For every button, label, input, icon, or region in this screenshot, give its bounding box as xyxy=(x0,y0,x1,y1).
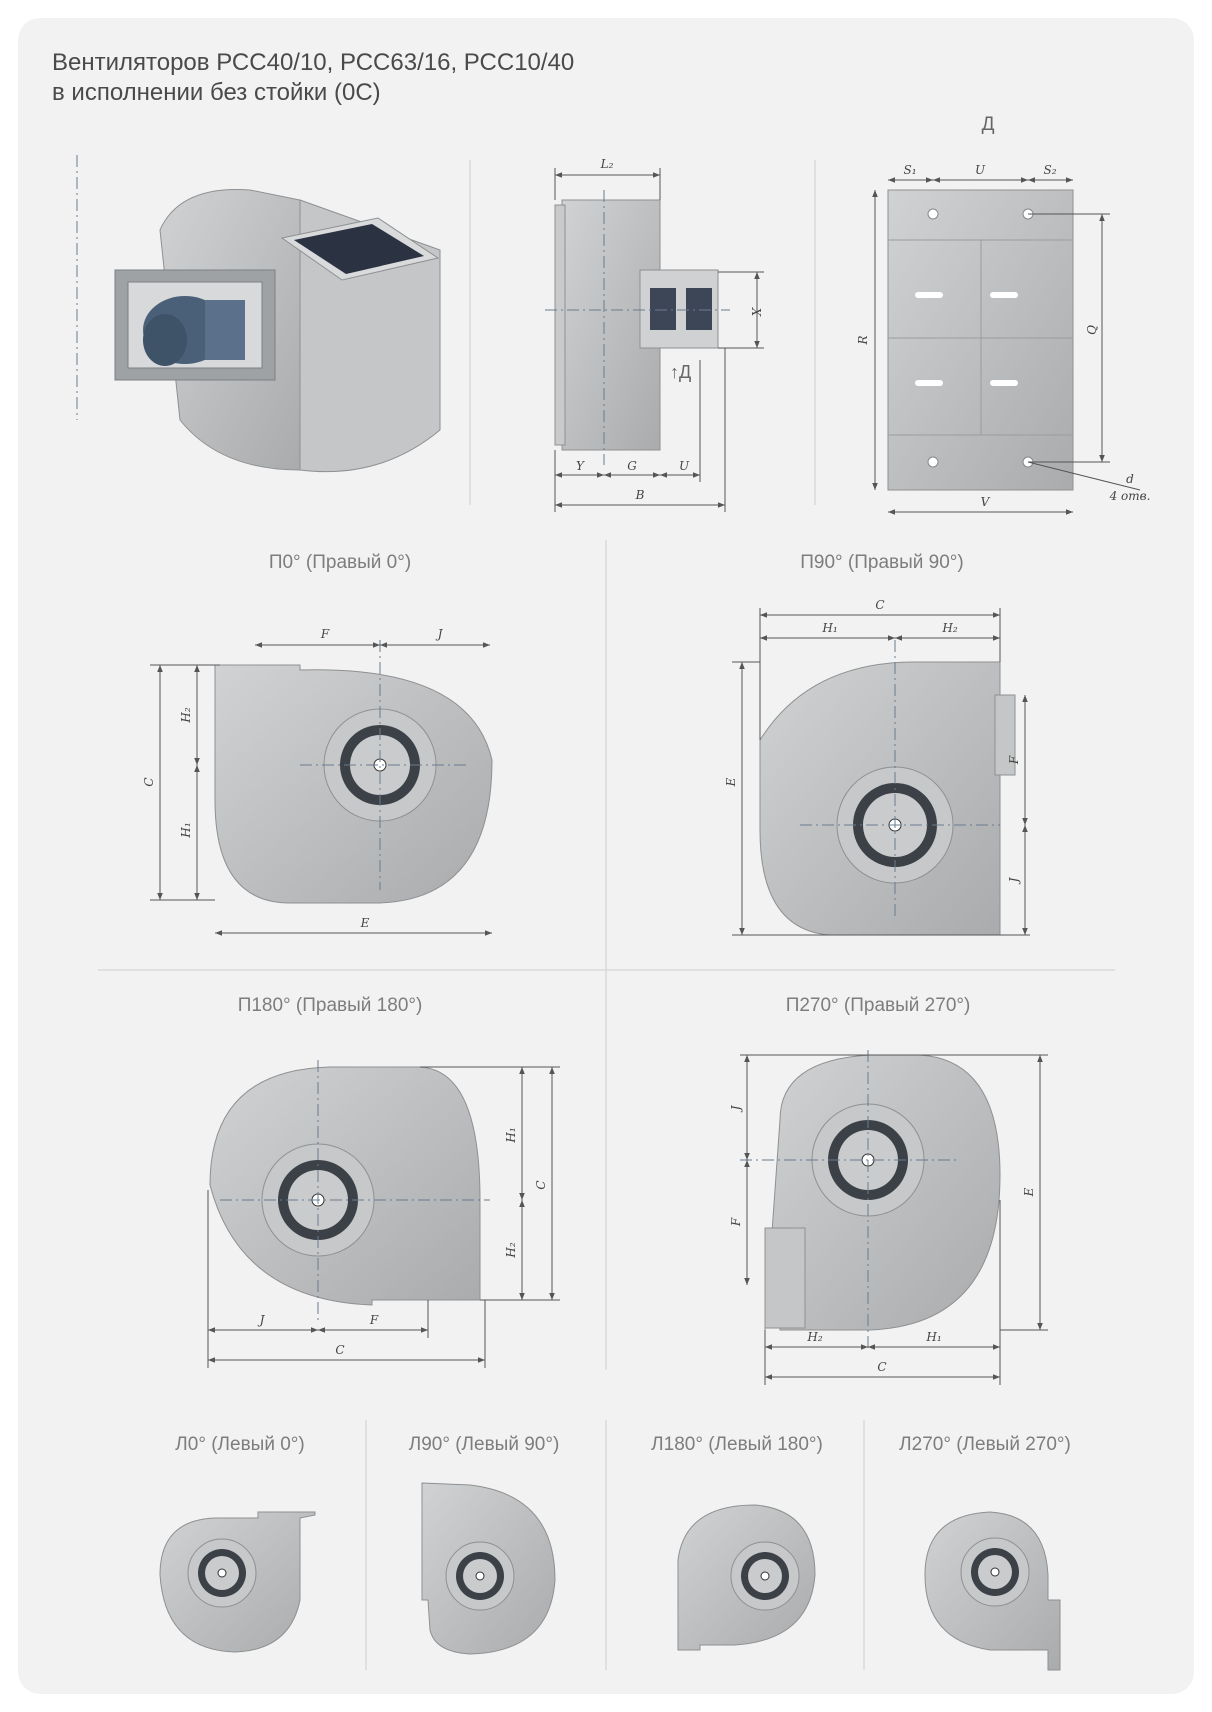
view-d-label: Д xyxy=(982,114,995,135)
p270-dim-j: J xyxy=(729,1104,743,1113)
p180-dim-f: F xyxy=(369,1313,379,1327)
fan-l180-drawing xyxy=(677,1504,816,1651)
dim-g: G xyxy=(627,459,637,473)
p0-dim-h2: H₂ xyxy=(179,707,193,723)
p270-dim-h2: H₂ xyxy=(806,1330,822,1344)
fan-p0-drawing: F J H₂ H₁ C E xyxy=(142,627,493,936)
dim-d: d xyxy=(1126,472,1134,486)
title-line-1: Вентиляторов РСС40/10, РСС63/16, РСС10/4… xyxy=(52,49,575,76)
label-p0: П0° (Правый 0°) xyxy=(268,552,412,573)
p90-dim-c: C xyxy=(875,598,884,612)
label-l180: Л180° (Левый 180°) xyxy=(651,1434,823,1455)
dim-holes: 4 отв. xyxy=(1109,489,1151,503)
dim-s1: S₁ xyxy=(903,163,916,177)
p90-dim-h1: H₁ xyxy=(821,621,837,635)
dim-u: U xyxy=(975,163,986,177)
section-dividers xyxy=(98,160,1115,1670)
dim-y: Y xyxy=(576,459,585,473)
title-line-2: в исполнении без стойки (0С) xyxy=(52,79,381,106)
fan-l0-drawing xyxy=(159,1511,316,1653)
dim-s2: S₂ xyxy=(1043,163,1056,177)
p90-dim-f: F xyxy=(1007,755,1021,765)
label-l0: Л0° (Левый 0°) xyxy=(175,1434,305,1455)
label-p90: П90° (Правый 90°) xyxy=(800,552,964,573)
dim-u-side: U xyxy=(679,459,690,473)
p90-dim-e: E xyxy=(724,777,738,787)
dim-x: X xyxy=(749,307,763,317)
view-d-drawing: Д S₁ U S₂ R Q V d 4 отв. xyxy=(856,114,1151,515)
p180-dim-c: C xyxy=(534,1180,548,1189)
p0-dim-j: J xyxy=(435,627,444,641)
p180-dim-h1: H₁ xyxy=(504,1127,518,1143)
p0-dim-h1: H₁ xyxy=(179,822,193,838)
p270-dim-f: F xyxy=(729,1217,743,1227)
dim-r: R xyxy=(856,335,870,345)
p0-dim-c: C xyxy=(142,777,156,786)
label-l90: Л90° (Левый 90°) xyxy=(408,1434,560,1455)
label-p180: П180° (Правый 180°) xyxy=(237,995,423,1016)
dim-l2: L₂ xyxy=(600,157,614,171)
p270-dim-h1: H₁ xyxy=(925,1330,941,1344)
side-view-drawing: L₂ X Y G U B ↑Д xyxy=(545,157,764,512)
p180-dim-cb: C xyxy=(335,1343,344,1357)
fan-l270-drawing xyxy=(924,1511,1061,1671)
dim-b: B xyxy=(635,488,645,502)
fan-p270-drawing: J F E H₂ H₁ C xyxy=(729,1050,1048,1385)
dim-v: V xyxy=(981,495,991,509)
p180-dim-j: J xyxy=(257,1313,266,1327)
p270-dim-c: C xyxy=(877,1360,886,1374)
fan-3d-illustration xyxy=(76,155,441,473)
page-title: Вентиляторов РСС40/10, РСС63/16, РСС10/4… xyxy=(52,48,574,108)
fan-p180-drawing: H₁ H₂ C J F C xyxy=(207,1060,560,1368)
fan-l90-drawing xyxy=(421,1482,556,1655)
view-d-arrow-label: ↑Д xyxy=(670,362,691,382)
p0-dim-f: F xyxy=(320,627,330,641)
p90-dim-j: J xyxy=(1007,876,1021,885)
p180-dim-h2: H₂ xyxy=(504,1242,518,1258)
p0-dim-e: E xyxy=(360,916,370,930)
p90-dim-h2: H₂ xyxy=(941,621,957,635)
p270-dim-e: E xyxy=(1022,1187,1036,1197)
dim-q: Q xyxy=(1085,325,1099,335)
label-l270: Л270° (Левый 270°) xyxy=(899,1434,1071,1455)
fan-p90-drawing: C H₁ H₂ E F J xyxy=(724,598,1030,936)
label-p270: П270° (Правый 270°) xyxy=(785,995,971,1016)
